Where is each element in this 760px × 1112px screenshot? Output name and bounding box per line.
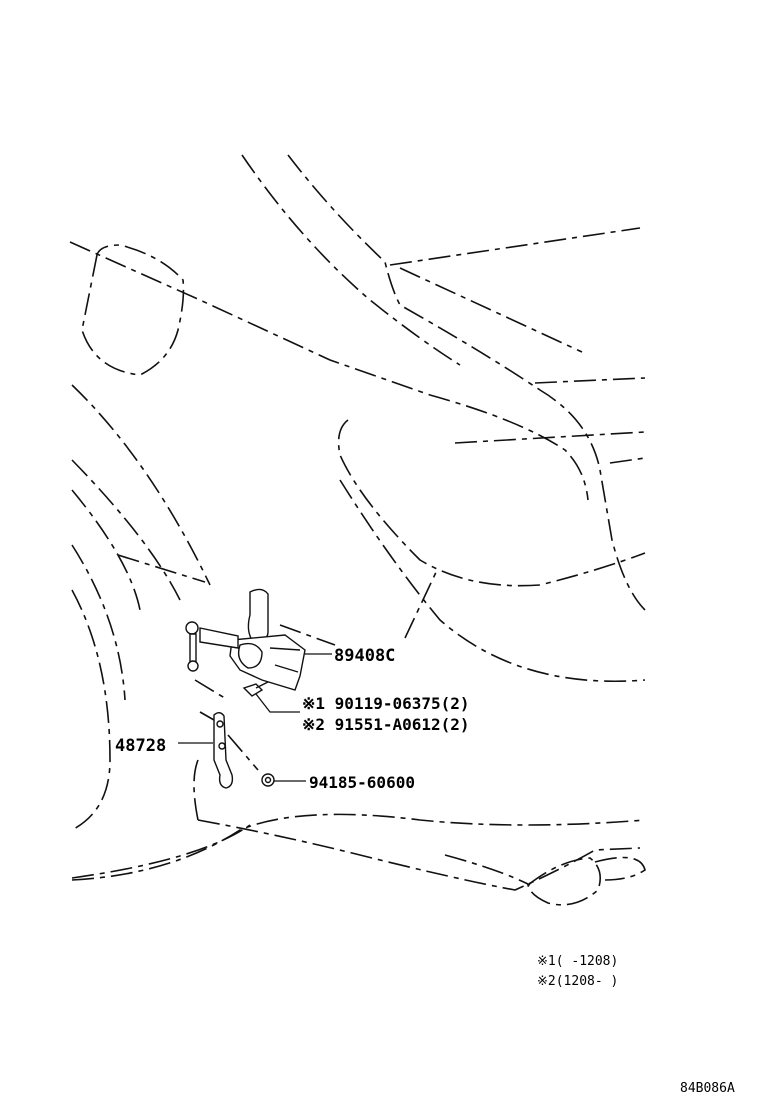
nut-icon [261,773,275,787]
leader-lines [178,653,332,782]
note-2: ※2(1208- ) [537,974,618,989]
height-sensor-89408c [185,588,306,691]
bracket-48728 [194,679,259,789]
label-89408c: 89408C [334,646,395,666]
body-outline [69,154,646,906]
label-94185-60600: 94185-60600 [309,773,415,792]
note-1: ※1( -1208) [537,954,618,969]
bolt-icon [242,681,269,697]
ref-code: 84B086A [680,1081,735,1096]
label-91551-a0612: ※2 91551-A0612(2) [302,715,470,734]
label-90119-06375: ※1 90119-06375(2) [302,694,470,713]
label-48728: 48728 [115,736,166,756]
